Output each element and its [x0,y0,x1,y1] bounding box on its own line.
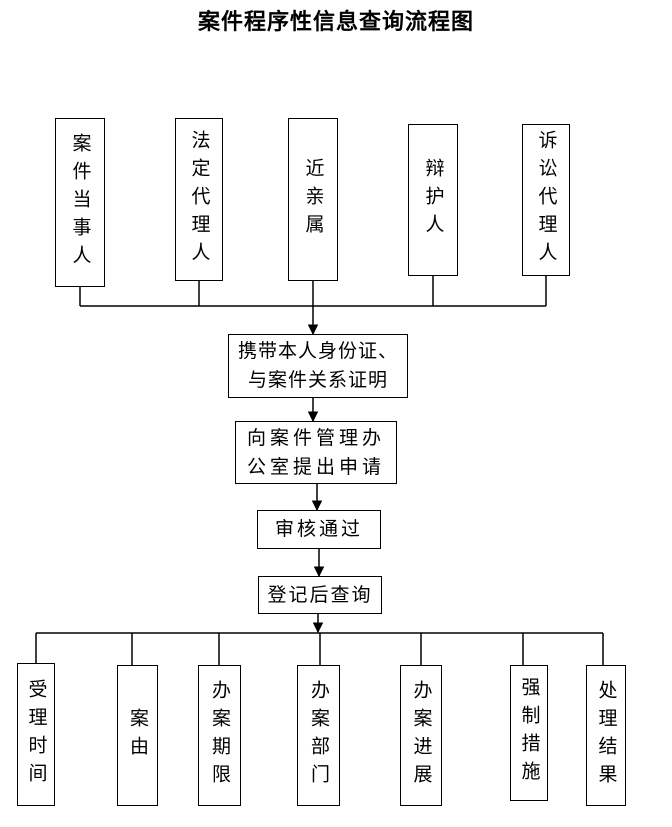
result-box-5: 办案进展 [400,665,442,806]
step-2-line-1: 向案件管理办 [246,426,385,449]
step-4-label: 登记后查询 [267,583,373,606]
result-box-6: 强制措施 [510,665,548,801]
result-box-7: 处理结果 [586,665,626,806]
result-box-4: 办案部门 [297,665,340,806]
step-box-1: 携带本人身份证、 与案件关系证明 [228,334,408,398]
step-box-2: 向案件管理办 公室提出申请 [235,421,397,484]
result-box-2: 案由 [117,665,158,806]
result-box-1: 受理时间 [17,663,55,806]
applicant-box-4: 辩护人 [408,124,458,276]
applicant-box-2: 法定代理人 [175,118,223,281]
diagram-title: 案件程序性信息查询流程图 [197,9,474,35]
step-2-line-2: 公室提出申请 [246,455,385,478]
applicant-box-3: 近亲属 [288,118,338,281]
step-1-line-1: 携带本人身份证、 [237,340,398,362]
step-1-line-2: 与案件关系证明 [247,369,388,391]
step-box-4: 登记后查询 [258,576,382,614]
result-box-3: 办案期限 [198,665,241,806]
step-3-label: 审核通过 [274,518,363,540]
applicant-box-5: 诉讼代理人 [522,124,570,276]
step-box-3: 审核通过 [257,510,381,549]
applicant-box-1: 案件当事人 [55,118,105,287]
